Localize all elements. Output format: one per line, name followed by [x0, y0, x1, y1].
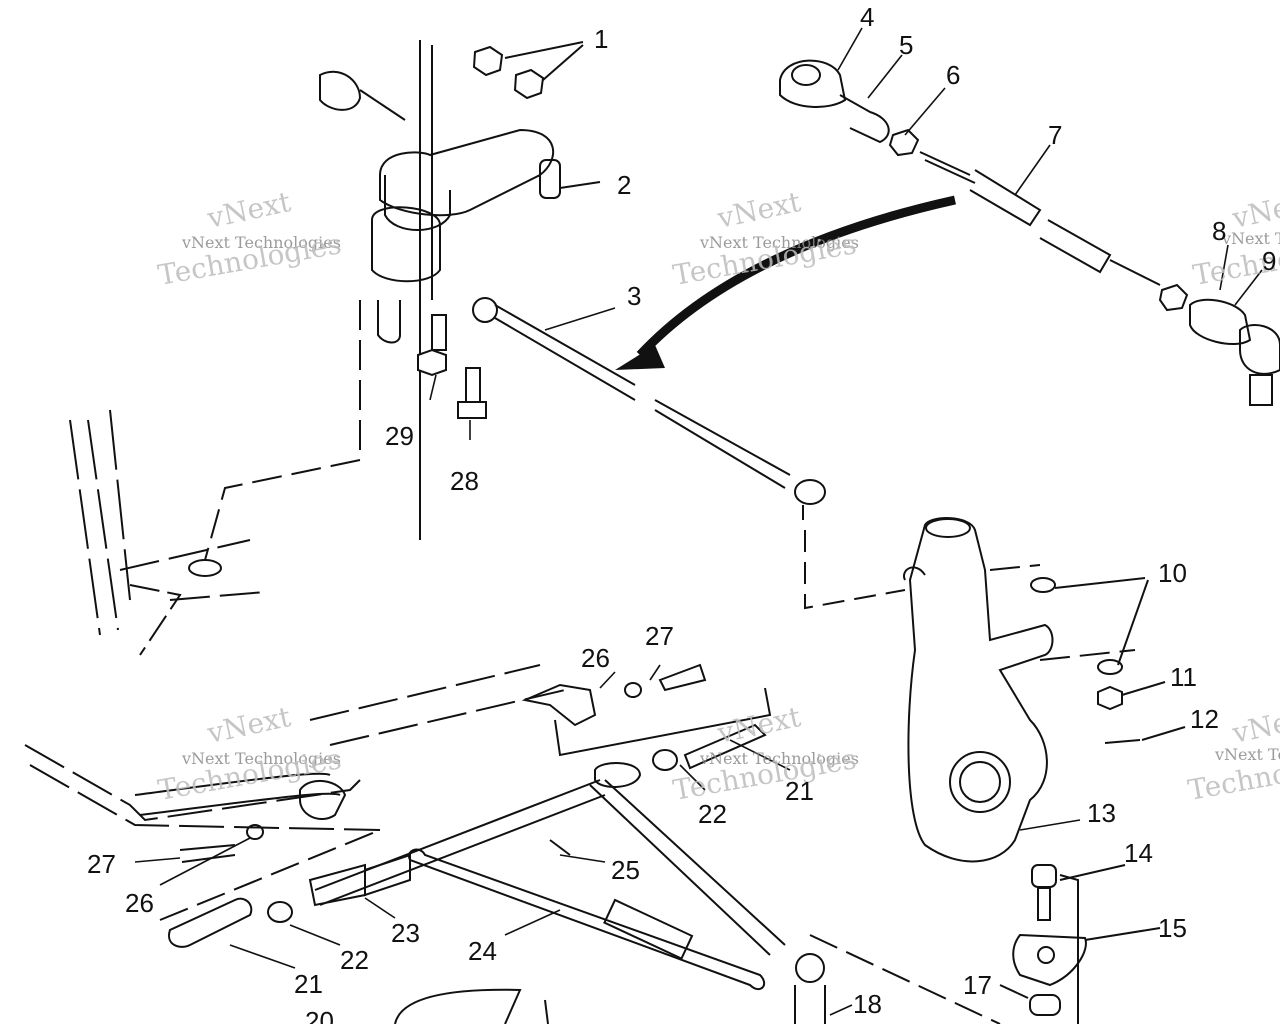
frame-left: [69, 300, 361, 656]
part-number: 11: [1170, 662, 1197, 692]
part-number: 18: [853, 989, 882, 1019]
part-number: 3: [627, 281, 641, 311]
part-number: 6: [946, 60, 960, 90]
part-number: 7: [1048, 120, 1062, 150]
watermark-line1: vNext: [204, 185, 295, 235]
part-number: 26: [581, 643, 610, 673]
leader-lines: [134, 27, 1263, 1016]
spindle: [903, 517, 1136, 863]
bolt-plate: [999, 864, 1161, 1024]
watermark-line2: vNext Technologies: [699, 749, 859, 768]
watermark-line2: vNext Technologies: [181, 233, 341, 252]
part-number: 27: [87, 849, 116, 879]
part-number: 27: [645, 621, 674, 651]
part-number: 23: [391, 918, 420, 948]
part-number: 8: [1212, 216, 1226, 246]
watermark-line2: vNext Technologies: [1221, 229, 1280, 248]
tie-rod: [472, 297, 906, 610]
part-number: 15: [1158, 913, 1187, 943]
direction-arrow: [615, 195, 956, 370]
part-number: 26: [125, 888, 154, 918]
watermark-line2: vNext Technologies: [699, 233, 859, 252]
tie-rod-detail: [779, 59, 1280, 406]
part-number: 22: [340, 945, 369, 975]
part-number: 1: [594, 24, 608, 54]
part-number: 24: [468, 936, 497, 966]
part-number: 4: [860, 2, 874, 32]
part-number: 14: [1124, 838, 1153, 868]
part-number: 20: [305, 1006, 334, 1024]
part-number: 28: [450, 466, 479, 496]
steering-post: [319, 40, 601, 540]
watermark-line1: vNext: [204, 700, 295, 750]
watermark-line1: vNext: [1229, 700, 1280, 750]
part-number: 13: [1087, 798, 1116, 828]
part-number: 17: [963, 970, 992, 1000]
part-number: 21: [294, 969, 323, 999]
washers-nut-pin: [1030, 577, 1186, 744]
part-number: 25: [611, 855, 640, 885]
part-number: 5: [899, 30, 913, 60]
bolts-28-29: [417, 314, 487, 419]
watermark-line1: vNext: [714, 185, 805, 235]
nut-pair: [472, 41, 584, 100]
watermark-line2: vNext Technologies: [1214, 745, 1280, 764]
part-number-labels: 1 2 3 4 5 6 7 8 9 10 11 12 13 14 15 17 1…: [87, 2, 1276, 1024]
part-number: 9: [1262, 246, 1276, 276]
a-arm: [24, 663, 1001, 1024]
part-number: 12: [1190, 704, 1219, 734]
watermark-group: vNext vNext Technologies Technologies vN…: [155, 185, 1280, 807]
part-number: 10: [1158, 558, 1187, 588]
part-number: 2: [617, 170, 631, 200]
part-number: 21: [785, 776, 814, 806]
watermark-line1: vNext: [714, 700, 805, 750]
part-number: 22: [698, 799, 727, 829]
watermark-line2: vNext Technologies: [181, 749, 341, 768]
part-number: 29: [385, 421, 414, 451]
watermark-line1: vNext: [1229, 185, 1280, 235]
